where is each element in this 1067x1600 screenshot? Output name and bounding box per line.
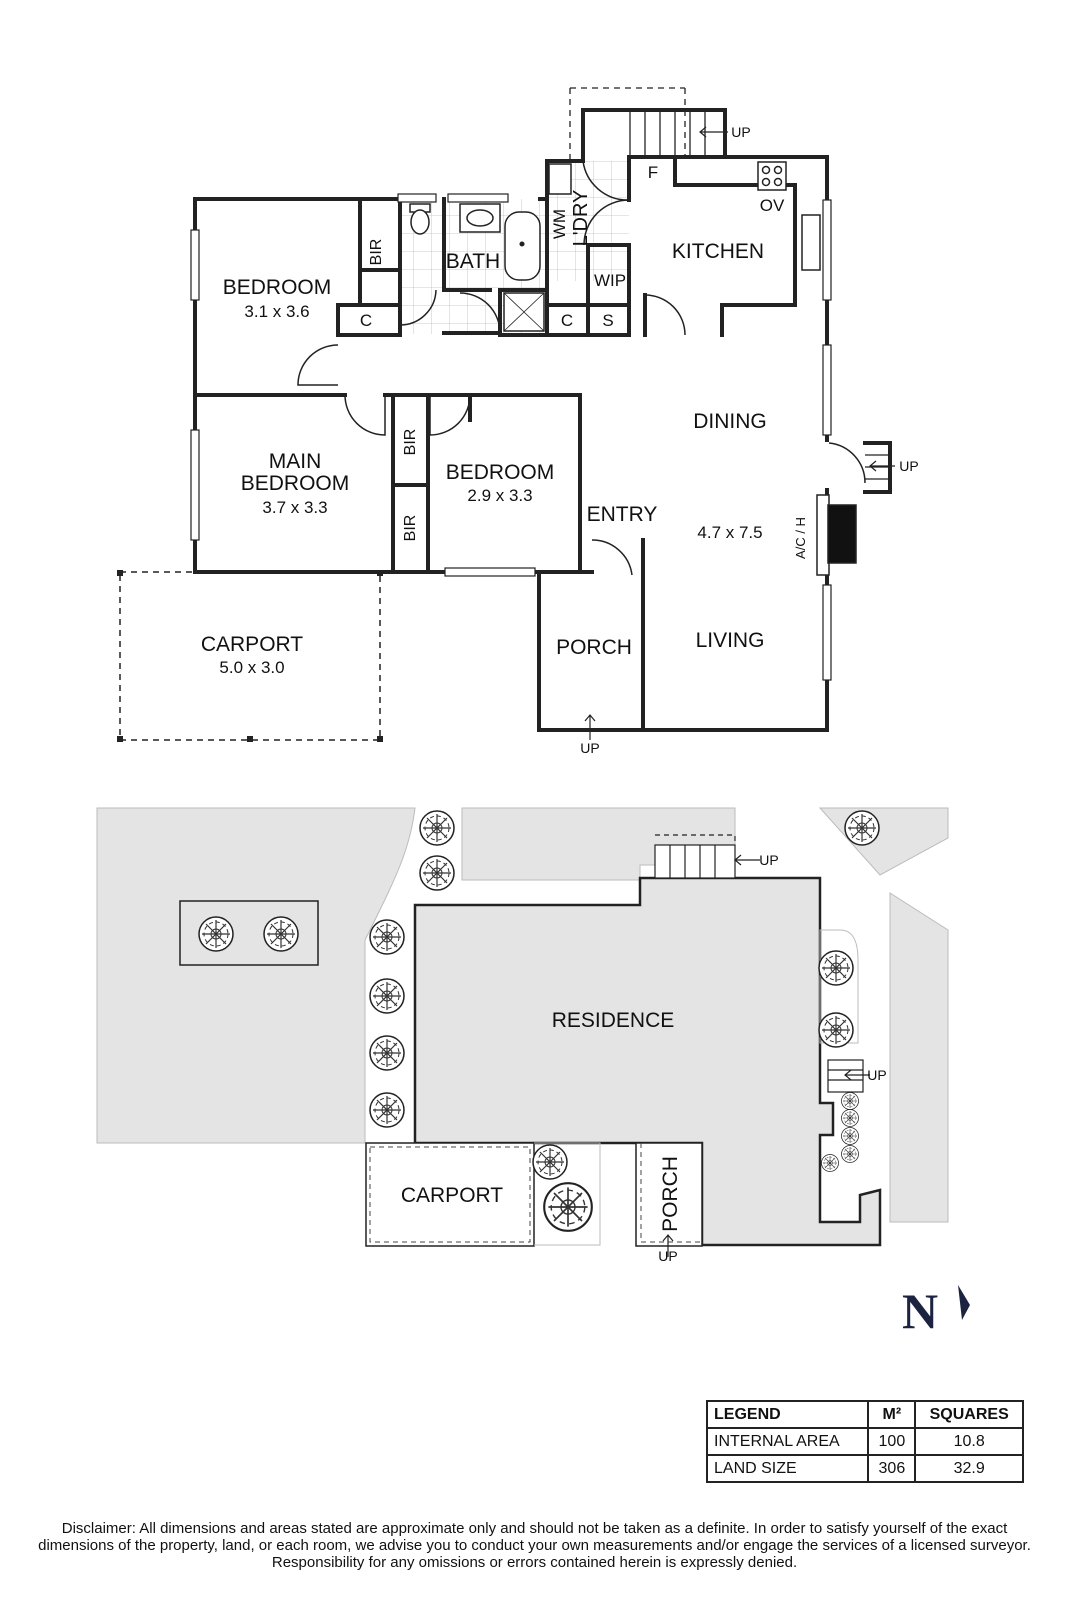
- oven-label: OV: [760, 196, 785, 215]
- stairs: [569, 87, 890, 480]
- dining-label: DINING: [693, 410, 767, 433]
- legend-header-row: LEGEND M² SQUARES: [705, 1400, 1024, 1429]
- bedroom-label: BEDROOM: [223, 276, 332, 299]
- legend-internal-area-squares: 10.8: [914, 1427, 1024, 1456]
- laundry-label: L'DRY: [570, 190, 592, 247]
- door-swings: [297, 160, 866, 576]
- carport-label: CARPORT: [201, 633, 303, 656]
- up-arrows: [584, 126, 895, 740]
- bedroom-2-size: 2.9 x 3.3: [467, 486, 532, 505]
- legend-land-size-squares: 32.9: [914, 1454, 1024, 1483]
- north-label: N: [902, 1283, 938, 1339]
- site-porch-label: PORCH: [659, 1156, 682, 1232]
- cupboard-label-2: C: [561, 311, 573, 330]
- walls: [193, 108, 892, 732]
- living-dining-size: 4.7 x 7.5: [697, 523, 762, 542]
- carport-posts: [117, 570, 383, 742]
- wm-label: WM: [550, 209, 569, 239]
- wip-label: WIP: [594, 271, 626, 290]
- cupboard-label: C: [360, 311, 372, 330]
- legend-internal-area-label: INTERNAL AREA: [705, 1427, 870, 1456]
- aircon-label: A/C / H: [793, 517, 808, 559]
- legend-header-legend: LEGEND: [705, 1400, 870, 1429]
- north-arrow-icon: [958, 1285, 970, 1320]
- site-plan: RESIDENCE CARPORT PORCH UP UP UP: [96, 807, 949, 1264]
- main-bedroom-label-1: MAIN: [269, 450, 322, 473]
- legend-row: LAND SIZE 306 32.9: [705, 1454, 1024, 1483]
- bath-label: BATH: [446, 250, 500, 273]
- legend-land-size-m2: 306: [867, 1454, 917, 1483]
- residence-label: RESIDENCE: [552, 1009, 675, 1032]
- legend-table: LEGEND M² SQUARES INTERNAL AREA 100 10.8…: [705, 1400, 1024, 1483]
- legend-header-m2: M²: [867, 1400, 917, 1429]
- bir-label-2: BIR: [402, 429, 419, 456]
- floor-plan: BEDROOM 3.1 x 3.6 MAIN BEDROOM 3.7 x 3.3…: [117, 87, 919, 756]
- living-label: LIVING: [696, 629, 765, 652]
- kitchen-label: KITCHEN: [672, 240, 764, 263]
- disclaimer: Disclaimer: All dimensions and areas sta…: [38, 1520, 1031, 1571]
- bedroom-size: 3.1 x 3.6: [244, 302, 309, 321]
- fridge-label: F: [648, 163, 658, 182]
- site-plan-labels: RESIDENCE CARPORT PORCH UP UP UP: [401, 852, 887, 1264]
- site-up-label-2: UP: [867, 1067, 886, 1083]
- carport-size: 5.0 x 3.0: [219, 658, 284, 677]
- north-arrow: N: [902, 1283, 970, 1339]
- legend-internal-area-m2: 100: [867, 1427, 917, 1456]
- up-label-3: UP: [899, 458, 918, 474]
- legend-header-squares: SQUARES: [914, 1400, 1024, 1429]
- main-bedroom-size: 3.7 x 3.3: [262, 498, 327, 517]
- up-label-2: UP: [580, 740, 599, 756]
- floor-plan-labels: BEDROOM 3.1 x 3.6 MAIN BEDROOM 3.7 x 3.3…: [201, 124, 919, 756]
- entry-label: ENTRY: [587, 503, 658, 526]
- windows: [190, 193, 832, 681]
- storage-label: S: [602, 311, 613, 330]
- bir-label-3: BIR: [402, 515, 419, 542]
- fixtures: [119, 161, 857, 741]
- site-carport-label: CARPORT: [401, 1184, 503, 1207]
- up-label-1: UP: [731, 124, 750, 140]
- bir-label-1: BIR: [368, 239, 385, 266]
- legend-row: INTERNAL AREA 100 10.8: [705, 1427, 1024, 1456]
- legend-land-size-label: LAND SIZE: [705, 1454, 870, 1483]
- site-up-label-1: UP: [759, 852, 778, 868]
- bedroom-2-label: BEDROOM: [446, 461, 555, 484]
- main-bedroom-label-2: BEDROOM: [241, 472, 350, 495]
- site-up-label-3: UP: [658, 1248, 677, 1264]
- porch-label: PORCH: [556, 636, 632, 659]
